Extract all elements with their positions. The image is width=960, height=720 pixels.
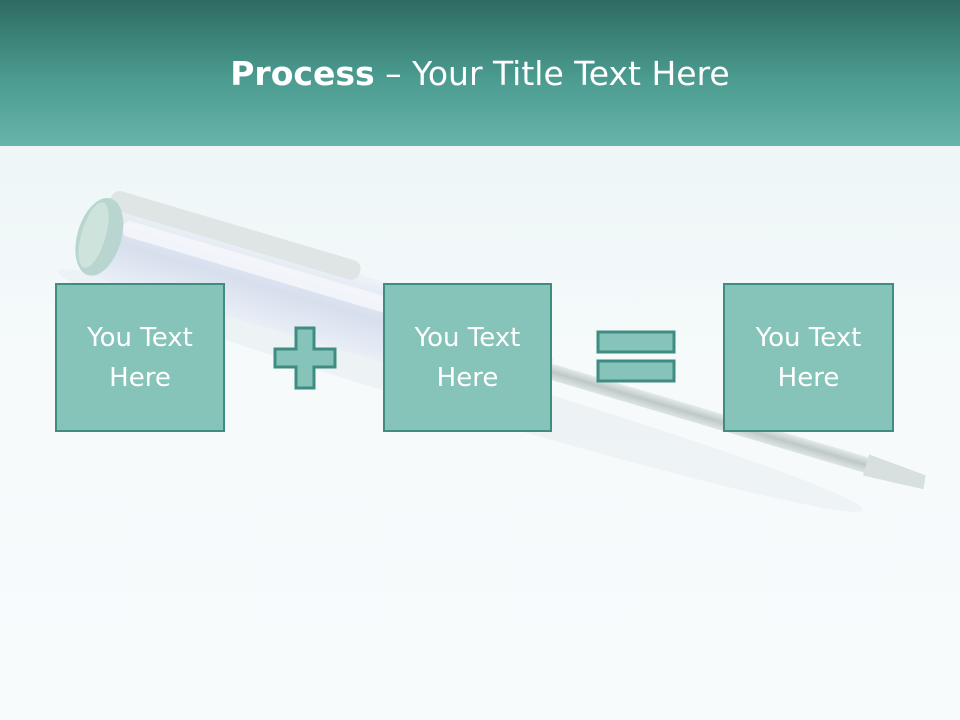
- equals-icon: [596, 330, 676, 383]
- process-step-box-3: You Text Here: [723, 283, 894, 432]
- title-rest: – Your Title Text Here: [374, 54, 730, 93]
- process-step-label: You Text Here: [755, 322, 862, 393]
- process-step-label: You Text Here: [87, 322, 193, 393]
- title-banner: Process – Your Title Text Here: [0, 0, 960, 146]
- process-step-box-1: You Text Here: [55, 283, 225, 432]
- slide-title: Process – Your Title Text Here: [0, 52, 960, 96]
- process-step-box-2: You Text Here: [383, 283, 552, 432]
- process-step-label: You Text Here: [414, 322, 521, 393]
- title-bold-word: Process: [230, 54, 375, 93]
- plus-icon: [273, 326, 337, 390]
